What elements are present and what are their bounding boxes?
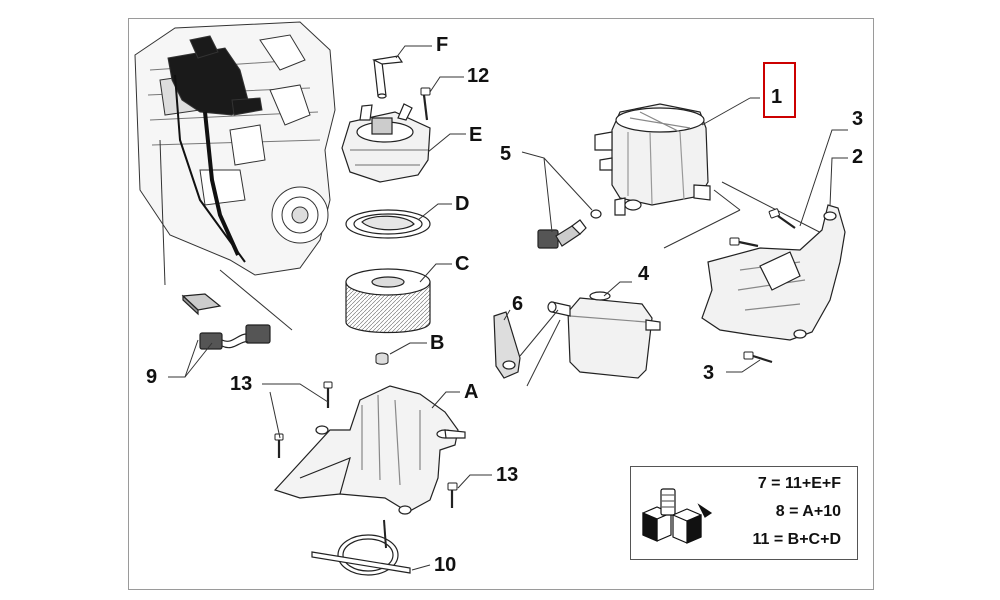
part-5-sensor xyxy=(537,209,602,249)
part-12-screw xyxy=(420,87,431,121)
kit-boxes-icon xyxy=(642,488,713,544)
callout-6: 6 xyxy=(512,293,523,315)
part-10-clamp-tube xyxy=(311,519,411,576)
callout-leaders xyxy=(168,45,848,571)
callout-E: E xyxy=(469,124,482,146)
part-13-screw-right xyxy=(447,482,458,508)
part-4-separator-block xyxy=(547,291,661,379)
engine-block xyxy=(134,21,336,276)
part-6-plate xyxy=(493,311,521,379)
callout-4: 4 xyxy=(638,263,650,285)
callout-B: B xyxy=(430,332,444,354)
callout-9: 9 xyxy=(146,366,157,388)
callout-F: F xyxy=(436,34,448,56)
kit-legend-box: 7 = 11+E+F 8 = A+10 11 = B+C+D xyxy=(630,466,858,560)
kit-legend-line-7: 7 = 11+E+F xyxy=(757,475,841,492)
kit-legend-line-8: 8 = A+10 xyxy=(775,503,841,520)
part-3-bolts xyxy=(729,208,796,364)
callout-10: 10 xyxy=(434,554,456,576)
callout-2: 2 xyxy=(852,146,863,168)
part-D-seal-ring xyxy=(345,209,431,239)
callout-1: 1 xyxy=(771,86,782,108)
kit-legend-line-11: 11 = B+C+D xyxy=(752,531,842,548)
drawing-frame xyxy=(128,18,874,590)
callout-13-right: 13 xyxy=(496,464,518,486)
callout-D: D xyxy=(455,193,469,215)
part-E-filter-head xyxy=(341,103,431,183)
part-C-filter-cartridge xyxy=(345,268,431,334)
part-B-nut xyxy=(375,352,389,365)
callout-12: 12 xyxy=(467,65,489,87)
callout-5: 5 xyxy=(500,143,511,165)
part-F-vent-tube xyxy=(372,55,404,99)
callout-3-top: 3 xyxy=(852,108,863,130)
part-13-screws-left xyxy=(274,381,333,458)
callout-13-left: 13 xyxy=(230,373,252,395)
part-9-connectors xyxy=(181,293,271,350)
part-A-housing-bracket xyxy=(273,385,466,515)
callout-3-bottom: 3 xyxy=(703,362,714,384)
part-6-leader-lines xyxy=(519,309,561,387)
part-2-mounting-bracket xyxy=(701,204,846,341)
callout-A: A xyxy=(464,381,478,403)
highlight-box xyxy=(763,62,796,118)
engine-leader-lines xyxy=(159,139,293,331)
callout-C: C xyxy=(455,253,469,275)
part-1-filter-assembly xyxy=(594,103,711,216)
